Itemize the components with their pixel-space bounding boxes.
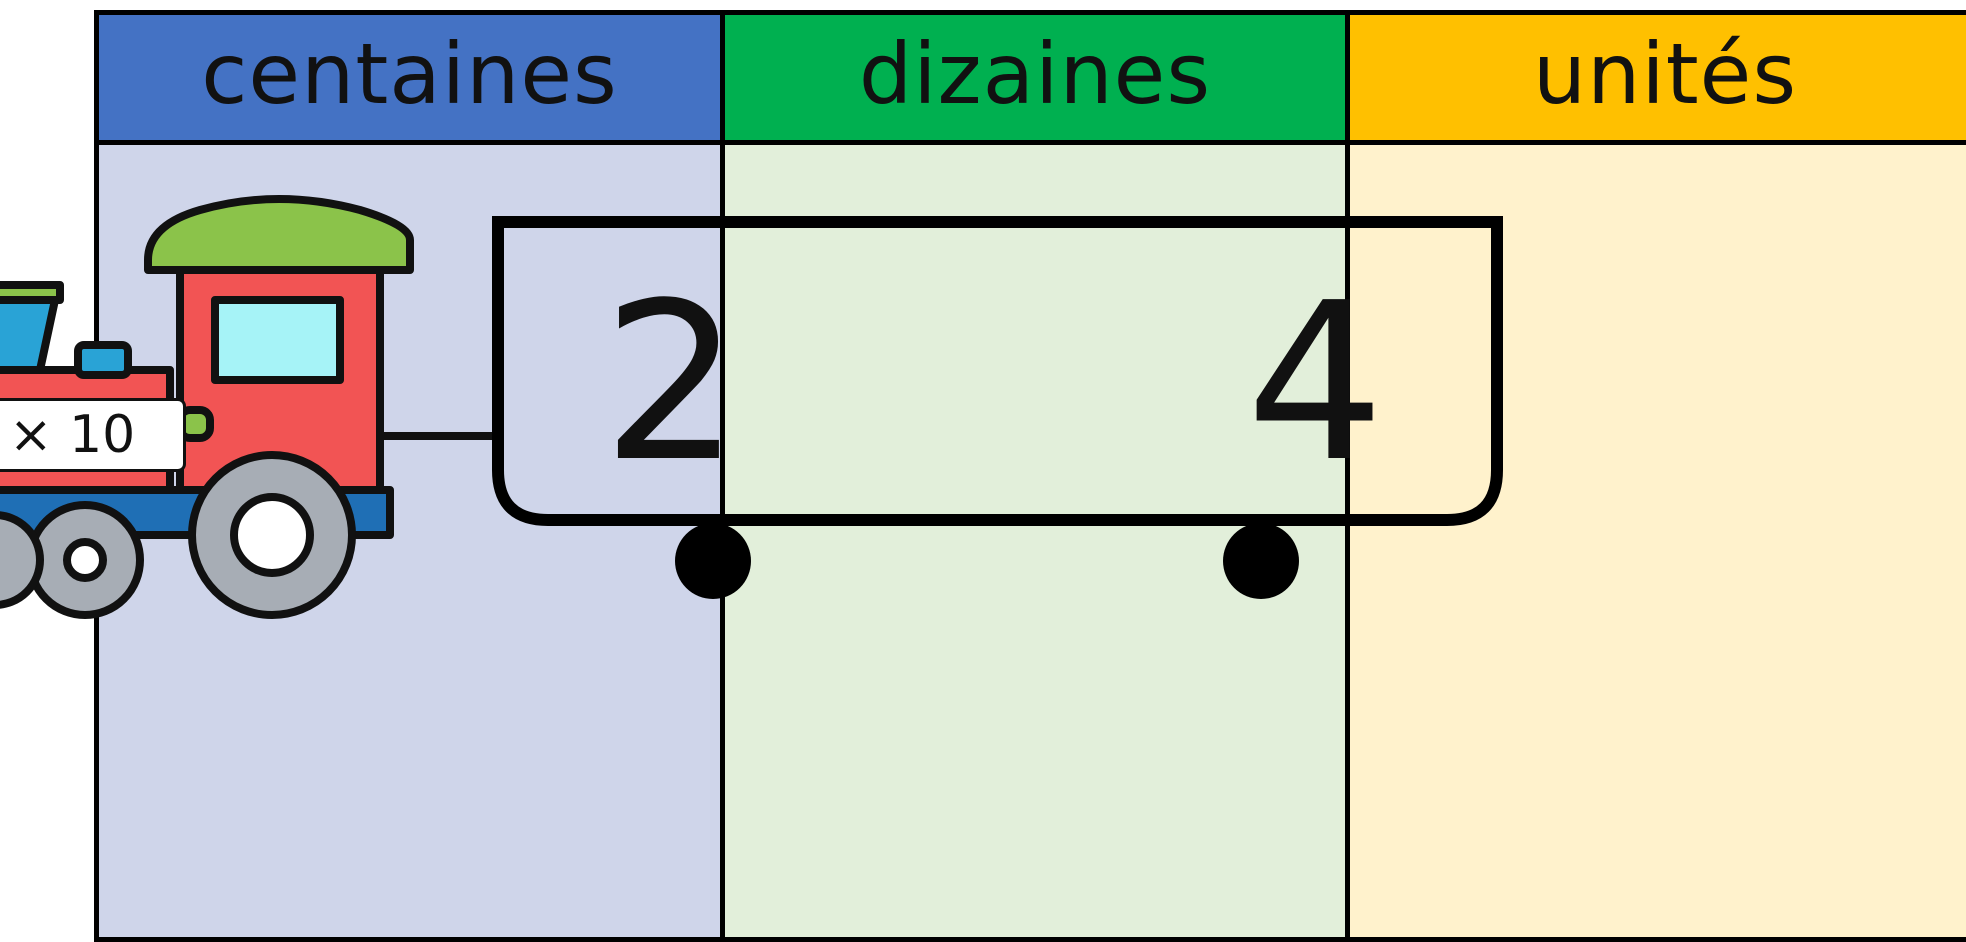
multiplier-label: × 10 [9, 405, 135, 465]
wagon-digit-hundreds: 2 [602, 275, 741, 493]
column-label-centaines: centaines [201, 25, 618, 123]
column-header-unites: unités [1350, 15, 1966, 145]
wagon-digit-tens: 4 [1246, 275, 1385, 493]
column-header-dizaines: dizaines [725, 15, 1345, 145]
column-label-dizaines: dizaines [859, 25, 1211, 123]
column-label-unites: unités [1533, 25, 1797, 123]
column-unites: unités [1345, 10, 1966, 942]
column-header-centaines: centaines [99, 15, 720, 145]
column-body-unites [1350, 145, 1966, 937]
multiplier-tag: × 10 [0, 398, 186, 472]
